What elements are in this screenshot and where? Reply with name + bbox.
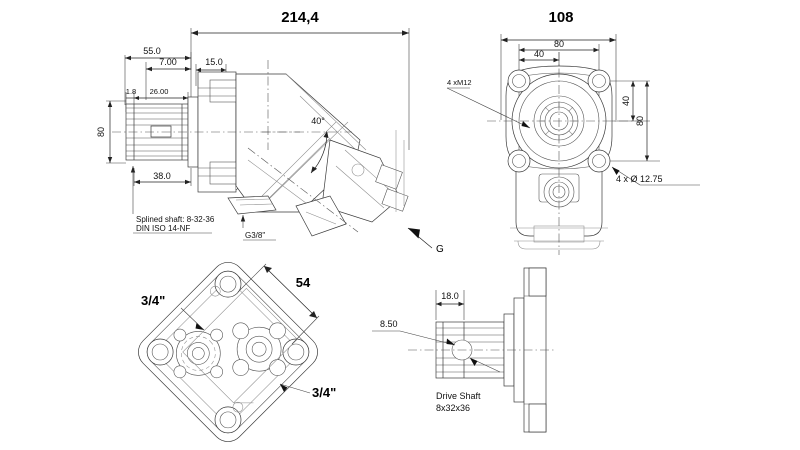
section-arrow-g-label: G [436,244,444,255]
dim-38-label: 38.0 [153,171,171,181]
dim-18-label: 18.0 [441,291,459,301]
dim-38: 38.0 [133,168,192,186]
dim-8p50: 8.50 [372,319,501,373]
dim-1p8-label: 1.8 [126,87,136,96]
lower-port [232,322,286,376]
dim-80-height-label: 80 [96,127,106,137]
dim-angle-40-label: 40° [311,116,325,126]
dim-15-label: 15.0 [205,57,223,67]
callout-4x-dia-label: 4 x Ø 12.75 [616,174,663,184]
note-g38: G3/8" [240,215,276,241]
drive-shaft-detail-view: 18.0 [372,267,556,433]
centerline-angled [247,147,359,233]
dim-108-label: 108 [548,9,573,26]
port-label-lower: 3/4" [279,383,336,400]
upper-port [173,328,223,379]
dim-55: 55.0 [124,46,192,105]
dim-angle-40: 40° [310,116,329,174]
side-section-view: 214,4 55.0 7.00 15.0 [96,9,444,255]
port-label-upper-text: 3/4" [141,293,165,308]
dim-overall-length-label: 214,4 [281,9,319,26]
dim-54: 54 [237,263,320,345]
dim-7: 7.00 [145,57,191,100]
note-drive-shaft: Drive Shaft 8x32x36 [436,391,481,413]
bolt-boss-top-right [587,69,611,93]
note-splined-shaft-line1: Splined shaft: 8-32-36 [136,215,215,224]
dim-80-horizontal-label: 80 [554,39,564,49]
bolt-boss-bottom-right [587,149,611,173]
port-label-upper: 3/4" [141,293,205,331]
note-drive-shaft-line1: Drive Shaft [436,391,481,401]
dim-40-vertical-label: 40 [621,96,631,106]
port-label-lower-text: 3/4" [312,385,336,400]
dim-80-height: 80 [96,100,126,164]
dim-8p50-label: 8.50 [380,319,398,329]
dim-7-label: 7.00 [159,57,177,67]
dim-108: 108 [500,9,617,120]
note-drive-shaft-line2: 8x32x36 [436,403,470,413]
callout-4xm12: 4 xM12 [446,78,531,129]
note-splined-shaft-line2: DIN ISO 14-NF [136,224,190,233]
corner-bolt-hole-tr [214,270,242,298]
dim-55-label: 55.0 [143,46,161,56]
front-flange-view: 108 80 40 40 [446,9,700,255]
corner-bolt-hole-tl [146,338,174,366]
rear-end-cap-detail [295,130,409,237]
dim-40-horizontal-label: 40 [534,49,544,59]
dim-54-label: 54 [296,275,311,290]
section-arrow-g: G [407,227,444,255]
dim-26-label: 26.00 [150,87,169,96]
bolt-boss-top-left [507,69,531,93]
note-g38-label: G3/8" [245,231,265,240]
callout-4xm12-label: 4 xM12 [447,78,472,87]
overall-length-dimension: 214,4 [190,9,410,150]
bolt-boss-bottom-left [507,149,531,173]
callout-4x-dia-12p75: 4 x Ø 12.75 [611,166,700,186]
port-boss-g38 [227,195,277,215]
port-face-rotated-view: 54 3/4" 3/4" [138,262,336,442]
note-splined-shaft: Splined shaft: 8-32-36 DIN ISO 14-NF [130,166,215,234]
corner-bolt-hole-bl [214,406,242,434]
dim-18: 18.0 [435,290,465,320]
